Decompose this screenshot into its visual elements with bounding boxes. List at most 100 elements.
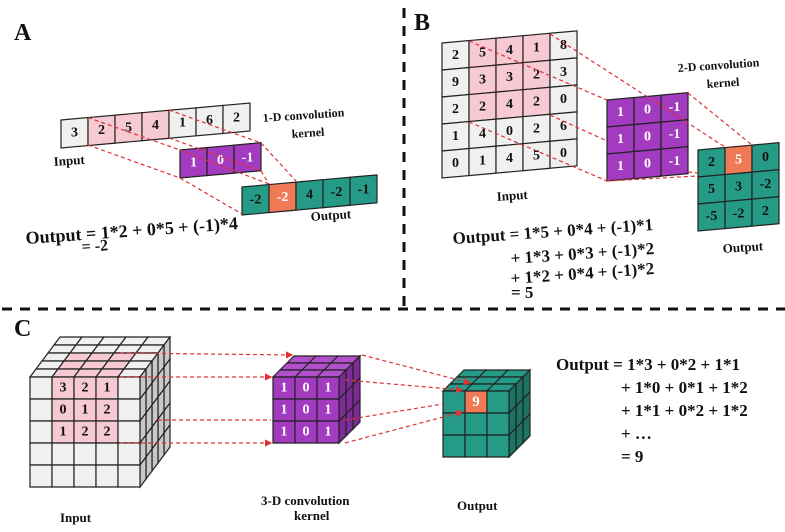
output-value: 4: [306, 187, 313, 202]
panel-c-kernel-label-line1: 3-D convolution: [261, 493, 350, 508]
kernel-value: 0: [303, 381, 310, 396]
input-value: 2: [479, 99, 486, 114]
input-value: 2: [82, 425, 89, 440]
input-value: 6: [206, 113, 213, 128]
guide-line: [606, 175, 699, 182]
input-value: 5: [533, 148, 540, 163]
output-value: 2: [762, 204, 769, 219]
input-front-face: [51, 442, 75, 466]
panel-c-equation-line5: = 9: [621, 447, 643, 466]
output-value: 2: [708, 155, 715, 170]
guide-line: [344, 379, 464, 394]
input-value: 2: [533, 121, 540, 136]
kernel-value: 0: [644, 129, 651, 144]
kernel-cell: [233, 142, 262, 174]
kernel-value: 1: [281, 403, 288, 418]
input-value: 2: [533, 67, 540, 82]
output-value: 3: [735, 179, 742, 194]
guide-line: [260, 142, 297, 182]
panel-b-kernel-label-line2: kernel: [706, 75, 740, 91]
kernel-value: -1: [669, 100, 681, 115]
kernel-value: 0: [303, 425, 310, 440]
input-front-face: [29, 442, 53, 466]
output-front-face: [486, 434, 510, 458]
input-value: 2: [98, 123, 105, 138]
input-value: 3: [71, 125, 78, 140]
kernel-value: 0: [303, 403, 310, 418]
input-value: 0: [560, 146, 567, 161]
panel-a-output-label: Output: [310, 206, 352, 224]
input-front-face: [117, 420, 141, 444]
panel-c-output-label: Output: [457, 498, 498, 513]
input-value: 2: [82, 381, 89, 396]
panel-b-letter: B: [414, 10, 430, 36]
input-front-face: [29, 420, 53, 444]
kernel-value: 1: [617, 159, 624, 174]
kernel-value: -1: [242, 150, 254, 165]
input-front-face: [29, 376, 53, 400]
output-value: -2: [250, 192, 262, 207]
kernel-cell: [660, 146, 689, 177]
output-value: 5: [735, 152, 742, 167]
panel-b-output-label: Output: [722, 238, 764, 256]
input-value: 8: [560, 38, 567, 53]
input-value: 3: [506, 70, 513, 85]
kernel-value: 1: [617, 132, 624, 147]
kernel-value: 0: [644, 102, 651, 117]
input-front-face: [73, 442, 97, 466]
input-value: 3: [479, 72, 486, 87]
panel-b-input-label: Input: [496, 187, 529, 204]
input-front-face: [117, 376, 141, 400]
panel-c-equation-line1: Output = 1*3 + 0*2 + 1*1: [556, 355, 740, 374]
input-value: 1: [479, 153, 486, 168]
output-front-face: [464, 412, 488, 436]
kernel-value: 0: [217, 153, 224, 168]
kernel-value: 1: [281, 425, 288, 440]
input-value: 2: [452, 48, 459, 63]
kernel-value: -1: [669, 154, 681, 169]
input-value: 5: [479, 45, 486, 60]
output-front-face: [442, 412, 466, 436]
kernel-front-face: [316, 420, 340, 444]
kernel-value: 1: [325, 403, 332, 418]
guide-line: [344, 403, 444, 421]
input-value: 1: [104, 381, 111, 396]
guide-line: [168, 137, 262, 172]
input-front-face: [117, 464, 141, 488]
panel-a-kernel-label-line2: kernel: [291, 125, 325, 141]
panel-c-kernel-label-line2: kernel: [294, 508, 330, 523]
output-value: -2: [733, 206, 745, 221]
kernel-value: 0: [644, 156, 651, 171]
kernel-value: 1: [281, 381, 288, 396]
input-front-face: [95, 442, 119, 466]
input-value: 0: [506, 124, 513, 139]
input-value: 1: [60, 425, 67, 440]
guide-line: [168, 109, 262, 144]
output-value: -2: [760, 177, 772, 192]
panel-a-input-label: Input: [53, 152, 86, 169]
guide-line: [361, 354, 472, 385]
input-value: 3: [60, 381, 67, 396]
panel-a-kernel-label-line1: 1-D convolution: [262, 105, 345, 125]
guide-line: [687, 171, 699, 174]
panel-b-equation-line4: = 5: [511, 283, 533, 302]
output-value: -5: [706, 209, 718, 224]
panel-c-letter: C: [14, 316, 31, 342]
input-value: 2: [452, 102, 459, 117]
input-front-face: [117, 442, 141, 466]
guide-line: [179, 177, 243, 215]
input-value: 4: [506, 43, 513, 58]
input-cell: [222, 102, 251, 135]
input-front-face: [95, 464, 119, 488]
output-front-face: [464, 434, 488, 458]
input-value: 6: [560, 119, 567, 134]
panel-c-equation-line4: + …: [621, 424, 652, 443]
output-front-face: [486, 390, 510, 414]
panel-c-equation-line2: + 1*0 + 0*1 + 1*2: [621, 378, 748, 397]
kernel-value: 1: [325, 381, 332, 396]
output-highlight-value: 9: [472, 394, 480, 410]
input-value: 0: [452, 156, 459, 171]
